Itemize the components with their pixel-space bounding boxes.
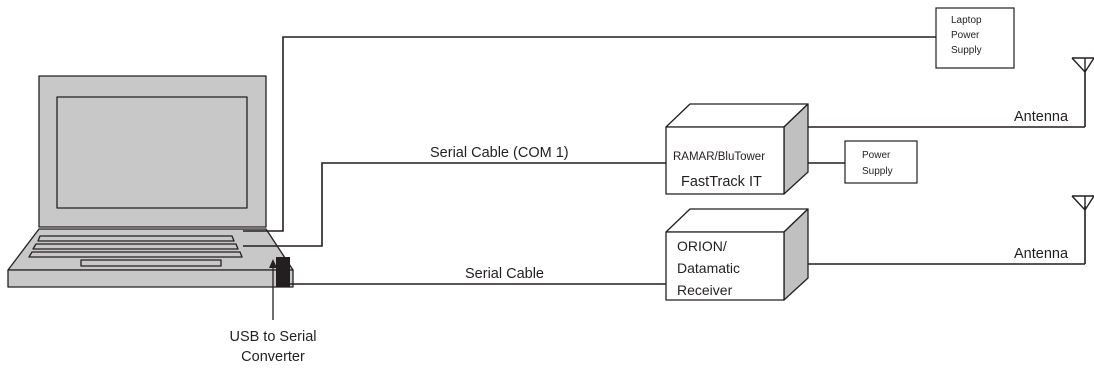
antenna-icon — [1071, 57, 1094, 74]
laptop-power-supply-line3: Supply — [951, 45, 982, 56]
fasttrack-model-label: FastTrack IT — [681, 174, 762, 190]
laptop-trackpad — [80, 259, 222, 267]
antenna-label-top: Antenna — [1014, 109, 1069, 125]
serial-com1-cable — [243, 162, 666, 247]
receiver-label-line2: Datamatic — [677, 260, 740, 276]
fasttrack-power-supply-line1: Power — [862, 150, 891, 161]
laptop-keyboard-row — [28, 251, 243, 258]
fasttrack-power-supply-line2: Supply — [862, 166, 893, 177]
laptop — [7, 75, 294, 288]
fasttrack-box-front — [665, 126, 785, 195]
converter-pointer-arrow — [269, 259, 277, 320]
serial-cable-label: Serial Cable — [465, 266, 544, 282]
receiver-label-line3: Receiver — [677, 282, 733, 298]
receiver-label-line1: ORION/ — [677, 238, 727, 254]
laptop-base-front — [7, 269, 294, 288]
converter-label-line2: Converter — [241, 349, 305, 365]
laptop-power-supply-line2: Power — [951, 30, 980, 41]
antenna-label-bottom: Antenna — [1014, 246, 1069, 262]
fasttrack-power-supply-box — [844, 140, 918, 184]
antenna-icon — [1071, 195, 1094, 212]
cables — [243, 36, 1086, 285]
laptop-keyboard-row — [32, 243, 239, 250]
converter-label-line1: USB to Serial — [229, 329, 316, 345]
usb-serial-converter — [276, 257, 290, 287]
serial-com1-label: Serial Cable (COM 1) — [430, 145, 569, 161]
laptop-power-supply-line1: Laptop — [951, 15, 982, 26]
laptop-screen — [56, 96, 248, 209]
fasttrack-brand-label: RAMAR/BluTower — [673, 151, 765, 163]
laptop-keyboard-row — [37, 235, 235, 242]
receiver-box-front — [665, 231, 785, 301]
fasttrack-box — [665, 103, 809, 195]
laptop-power-cable — [243, 36, 936, 232]
laptop-power-supply-box — [935, 7, 1015, 69]
receiver-box — [665, 208, 809, 301]
